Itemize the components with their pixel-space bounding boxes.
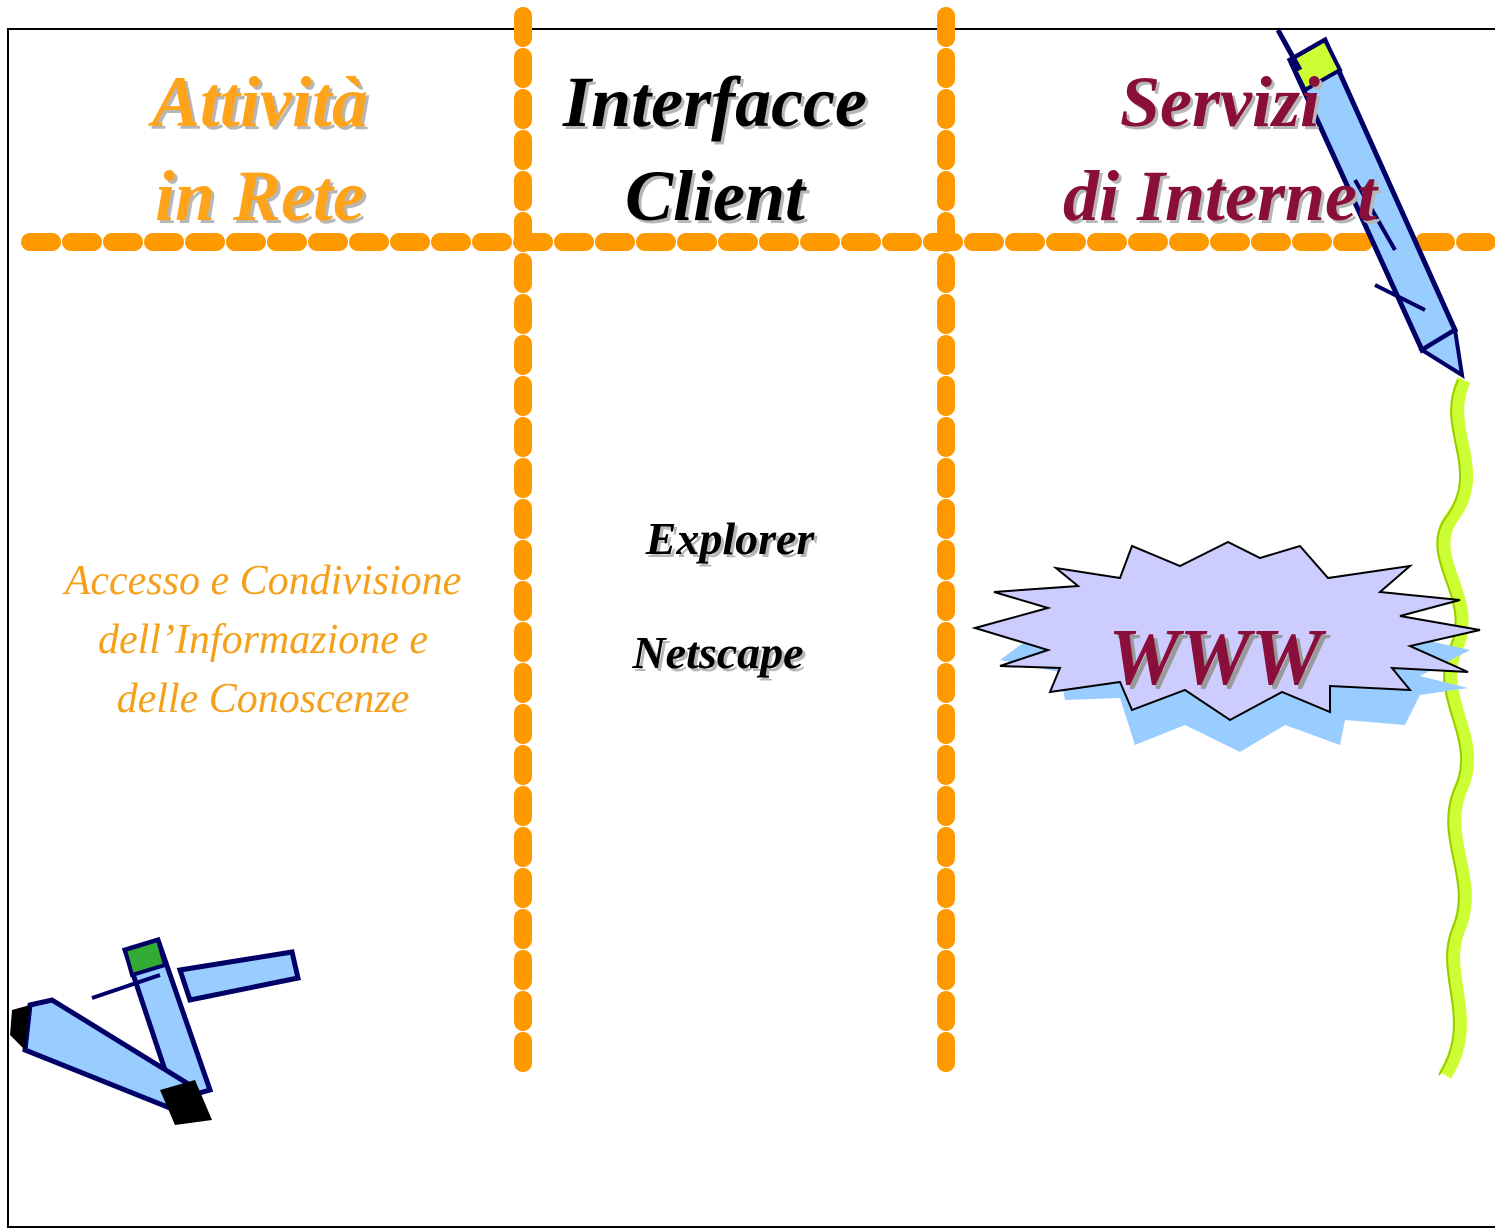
slide: Attività in Rete Accesso e Condivisione … xyxy=(7,7,1495,1228)
column-header-activities-line2: in Rete xyxy=(155,156,365,236)
client-netscape: Netscape xyxy=(632,627,804,678)
activity-line-2: dell’Informazione e xyxy=(97,617,429,663)
client-explorer: Explorer xyxy=(645,513,815,564)
column-header-services-line2: di Internet xyxy=(1062,156,1378,236)
activity-line-3: delle Conoscenze xyxy=(116,676,410,722)
pen-icon xyxy=(1275,28,1465,380)
decorations xyxy=(10,7,1495,1125)
column-header-clients-line1: Interfacce xyxy=(563,62,867,142)
activity-line-1: Accesso e Condivisione xyxy=(64,558,462,604)
column-header-clients-line2: Client xyxy=(624,156,806,236)
column-header-services-line1: Servizi xyxy=(1119,62,1320,142)
service-www: WWW xyxy=(1108,614,1322,702)
table-dividers xyxy=(21,7,1495,1087)
crayons-icon xyxy=(10,936,302,1125)
starburst-icon xyxy=(971,540,1481,752)
squiggle-line xyxy=(1436,376,1475,1079)
column-header-activities-line1: Attività xyxy=(152,62,368,142)
